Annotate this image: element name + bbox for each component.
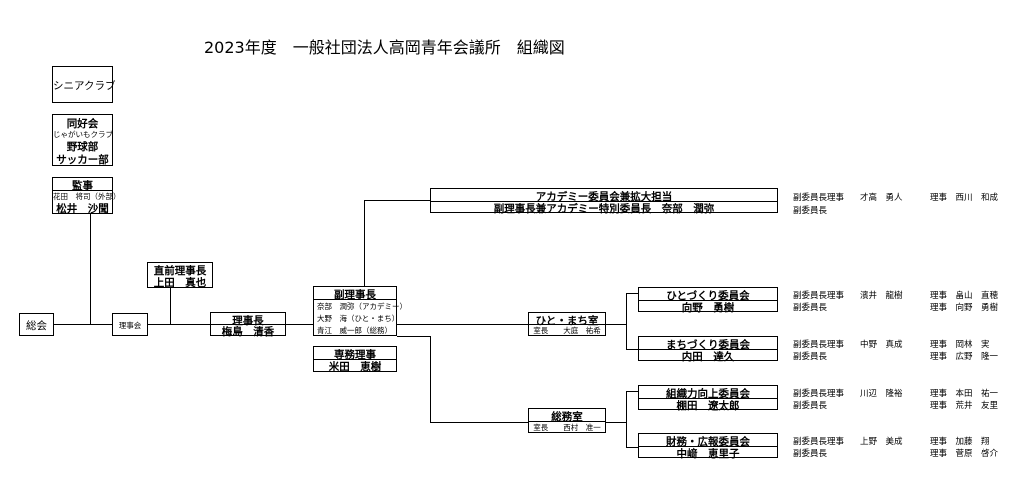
prev-president-name: 上田 真也 (153, 277, 207, 289)
committee-director: 理事 向野 勇樹 (930, 303, 999, 313)
connector-line (286, 324, 313, 325)
committee-title: まちづくり委員会 (666, 339, 750, 351)
committee-chair: 棚田 遼太郎 (676, 400, 740, 412)
connector-line (54, 324, 112, 325)
hobby-club-baseball: 野球部 (66, 141, 99, 153)
auditor-box: 監事 花田 将司（外部） 松井 沙聞 (52, 177, 121, 215)
connector-line (364, 200, 365, 286)
hobby-club-box: 同好会 じゃがいもクラブ 野球部 サッカー部 (52, 114, 113, 166)
senior-club-box: シニアクラブ (52, 66, 116, 103)
auditor-title: 監事 (72, 180, 93, 192)
connector-line (626, 391, 627, 447)
academy-vice-label: 副委員長理事 (793, 193, 845, 203)
prev-president-title: 直前理事長 (153, 265, 207, 277)
general-assembly-box: 総会 (19, 313, 54, 336)
committee-director: 理事 加藤 翔 (930, 437, 990, 447)
committee-vice-name: 濱井 龍樹 (860, 291, 903, 301)
academy-director: 理事 西川 和成 (930, 193, 999, 203)
vice-president-member: 大野 海（ひと・まち） (317, 314, 400, 323)
committee-director: 理事 広野 隆一 (930, 352, 999, 362)
committee-box: ひとづくり委員会 向野 勇樹 (638, 287, 778, 314)
executive-director-box: 専務理事 米田 恵樹 (313, 346, 397, 373)
committee-director: 理事 本田 祐一 (930, 389, 999, 399)
general-affairs-room-title: 総務室 (551, 411, 583, 423)
auditor-note: 花田 将司（外部） (53, 192, 121, 201)
executive-director-name: 米田 恵樹 (328, 361, 382, 373)
connector-line (397, 324, 528, 325)
connector-line (148, 324, 210, 325)
committee-title: ひとづくり委員会 (666, 290, 750, 302)
academy-vice-name: 才高 勇人 (860, 193, 903, 203)
vice-president-title: 副理事長 (334, 289, 376, 301)
connector-line (397, 336, 430, 337)
hobby-club-title: 同好会 (66, 118, 99, 130)
academy-title: アカデミー委員会兼拡大担当 (535, 191, 673, 203)
connector-line (626, 349, 638, 350)
executive-director-title: 専務理事 (334, 349, 376, 361)
academy-box: アカデミー委員会兼拡大担当 副理事長兼アカデミー特別委員長 奈部 潤弥 (430, 188, 778, 215)
hobby-club-sub: じゃがいもクラブ (53, 130, 113, 139)
general-affairs-room-box: 総務室 室長 西村 准一 (528, 408, 606, 433)
committee-vice-label: 副委員長理事 (793, 340, 845, 350)
committee-chair: 中﨑 恵里子 (676, 448, 740, 460)
academy-chair: 副理事長兼アカデミー特別委員長 奈部 潤弥 (493, 203, 715, 215)
president-box: 理事長 梅島 清香 (210, 312, 286, 338)
committee-box: 財務・広報委員会 中﨑 恵里子 (638, 433, 778, 460)
committee-vice2-label: 副委員長 (793, 401, 828, 411)
vice-president-box: 副理事長 奈部 潤弥（アカデミー） 大野 海（ひと・まち） 青江 威一郎（総務） (313, 286, 407, 336)
committee-title: 財務・広報委員会 (666, 436, 750, 448)
committee-director: 理事 菅原 啓介 (930, 449, 999, 459)
committee-title: 組織力向上委員会 (666, 388, 750, 400)
committee-box: 組織力向上委員会 棚田 遼太郎 (638, 385, 778, 412)
connector-line (90, 214, 91, 324)
senior-club-label: シニアクラブ (53, 80, 116, 92)
committee-chair: 向野 勇樹 (681, 302, 735, 314)
committee-box: まちづくり委員会 内田 達久 (638, 336, 778, 363)
connector-line (170, 288, 171, 324)
committee-vice2-label: 副委員長 (793, 449, 828, 459)
board-box: 理事会 (112, 313, 148, 336)
hitomachi-room-head: 室長 大庭 祐希 (533, 326, 601, 335)
committee-director: 理事 荒井 友里 (930, 401, 999, 411)
committee-vice-name: 中野 真成 (860, 340, 903, 350)
page-title: 2023年度 一般社団法人高岡青年会議所 組織図 (204, 38, 565, 57)
president-name: 梅島 清香 (221, 326, 275, 338)
committee-director: 理事 岡林 実 (930, 340, 990, 350)
connector-line (430, 336, 431, 422)
hobby-club-soccer: サッカー部 (56, 154, 109, 166)
connector-line (626, 391, 638, 392)
committee-vice2-label: 副委員長 (793, 352, 828, 362)
board-label: 理事会 (118, 321, 142, 330)
committee-director: 理事 畠山 直穂 (930, 291, 999, 301)
connector-line (606, 324, 626, 325)
general-affairs-room-head: 室長 西村 准一 (533, 423, 601, 432)
prev-president-box: 直前理事長 上田 真也 (147, 262, 213, 289)
committee-chair: 内田 達久 (681, 351, 735, 363)
vice-president-member: 奈部 潤弥（アカデミー） (317, 302, 407, 311)
academy-vice2-label: 副委員長 (793, 206, 828, 216)
hitomachi-room-box: ひと・まち室 室長 大庭 祐希 (528, 312, 606, 336)
connector-line (430, 422, 528, 423)
connector-line (606, 422, 626, 423)
committee-vice2-label: 副委員長 (793, 303, 828, 313)
committee-vice-label: 副委員長理事 (793, 389, 845, 399)
committee-vice-label: 副委員長理事 (793, 437, 845, 447)
connector-line (626, 293, 627, 349)
connector-line (626, 293, 638, 294)
committee-vice-label: 副委員長理事 (793, 291, 845, 301)
auditor-name: 松井 沙聞 (56, 203, 109, 215)
general-assembly-label: 総会 (26, 320, 47, 332)
vice-president-member: 青江 威一郎（総務） (317, 326, 392, 335)
connector-line (364, 200, 430, 201)
committee-vice-name: 川辺 隆裕 (860, 389, 903, 399)
committee-vice-name: 上野 美成 (860, 437, 903, 447)
connector-line (626, 447, 638, 448)
